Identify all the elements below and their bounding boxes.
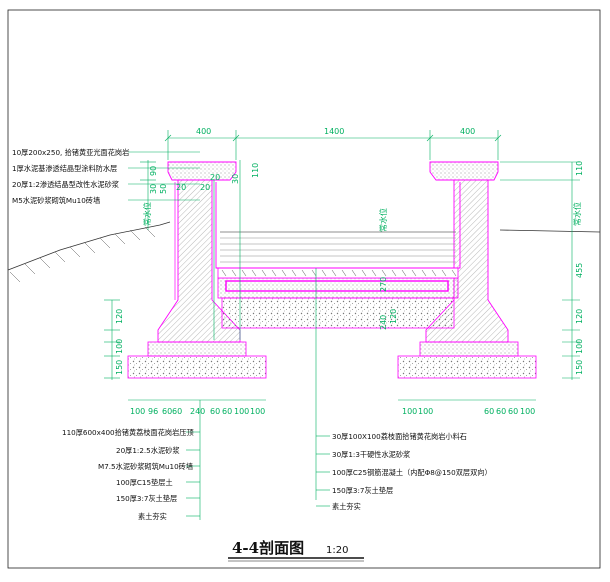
left-footing-concrete [147,341,247,357]
bottom-dim-left-5: 240 [190,407,205,416]
note-bottom-right-4: 150厚3:7灰土垫层 [332,486,393,495]
right-dim-120b: 120 [389,309,398,324]
ground-line-left [7,221,171,283]
left-dim-20c: 20 [210,173,220,182]
drawing-title: 4-4剖面图 [232,539,304,557]
right-vertical-dimension [500,161,580,380]
bottom-dim-right-3: 60 [484,407,494,416]
inner-dim-270: 270 [379,277,388,292]
bottom-dim-left-9: 100 [250,407,265,416]
top-dim-400-left: 400 [196,127,211,136]
bottom-dim-right-6: 100 [520,407,535,416]
inner-dim-240: 240 [379,315,388,330]
left-dim-30b: 30 [231,174,240,184]
left-footing-gravel [127,355,267,379]
bottom-dim-right-1: 100 [402,407,417,416]
right-footing-concrete [419,341,519,357]
note-bottom-left-1: 110厚600x400拾锗黄荔枝面花岗岩压顶 [62,428,194,437]
right-water-label: 常水位 [572,202,582,226]
right-dim-120a: 120 [575,309,584,324]
right-dim-100: 100 [575,339,584,354]
bottom-dim-left-3: 60 [162,407,172,416]
right-dim-110: 110 [575,161,584,176]
leader-lines [128,151,330,520]
left-dim-20b: 20 [200,183,210,192]
bottom-dim-left-6: 60 [210,407,220,416]
bottom-dim-left-1: 100 [130,407,145,416]
right-dim-150: 150 [575,360,584,375]
note-bottom-right-5: 素土夯实 [332,502,361,511]
left-dim-20a: 20 [176,183,186,192]
note-left-top-3: 20厚1:2渗透结晶型改性水泥砂浆 [12,180,119,189]
top-dim-1400: 1400 [324,127,344,136]
left-dim-30: 30 [149,184,158,194]
bottom-dim-left-8: 100 [234,407,249,416]
ground-line-right [499,229,601,233]
pool-slab-rebar [225,280,449,292]
inner-lining [215,182,461,269]
water-body [220,231,456,263]
note-bottom-right-2: 30厚1:3干硬性水泥砂浆 [332,450,410,459]
right-dim-455: 455 [575,263,584,278]
note-bottom-right-3: 100厚C25钢筋混凝土（内配Φ8@150双层双向） [332,468,492,477]
mid-dim-110: 110 [251,163,260,178]
note-left-top-4: M5水泥砂浆砌筑Mu10砖墙 [12,196,100,205]
mid-water-label: 常水位 [378,208,388,232]
bottom-dim-right-4: 60 [496,407,506,416]
bottom-dim-right-5: 60 [508,407,518,416]
drawing-frame [7,9,601,569]
left-water-label: 常水位 [142,202,152,226]
bottom-dim-left-7: 60 [222,407,232,416]
note-bottom-left-2: 20厚1:2.5水泥砂浆 [116,446,180,455]
left-wall [157,179,241,343]
left-coping [167,161,237,181]
left-dim-150: 150 [115,360,124,375]
bottom-dim-left-4: 60 [172,407,182,416]
drawing-scale: 1:20 [326,545,348,556]
note-left-top-1: 10厚200x250, 拾锗黄亚光面花岗岩 [12,148,129,157]
right-footing-gravel [397,355,537,379]
top-dimension-line [164,130,502,160]
top-dim-400-right: 400 [460,127,475,136]
left-dim-90: 90 [149,166,158,176]
note-bottom-left-4: 100厚C15垫层土 [116,478,173,487]
left-dim-120: 120 [115,309,124,324]
note-bottom-left-6: 素土夯实 [138,512,167,521]
bottom-dim-left-2: 96 [148,407,158,416]
note-bottom-right-1: 30厚100X100荔枝面拾锗黄花岗岩小料石 [332,432,467,441]
pool-slab-gravel [221,297,455,329]
left-dim-50: 50 [159,184,168,194]
note-bottom-left-3: M7.5水泥砂浆砌筑Mu10砖墙 [98,462,193,471]
left-vertical-dimension [104,160,156,380]
right-coping [429,161,499,181]
note-left-top-2: 1厚水泥基渗透结晶型涂料防水层 [12,164,117,173]
left-dim-100: 100 [115,339,124,354]
note-bottom-left-5: 150厚3:7灰土垫层 [116,494,177,503]
bottom-dim-right-2: 100 [418,407,433,416]
